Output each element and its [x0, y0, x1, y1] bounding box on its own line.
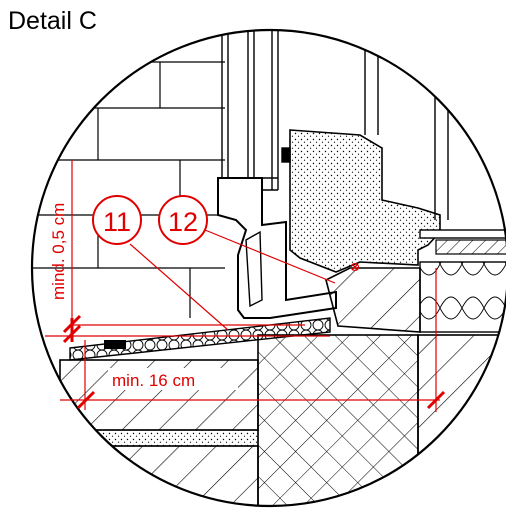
dimension-horizontal-label: min. 16 cm	[112, 371, 195, 390]
sill-gravel	[69, 317, 331, 361]
seal	[104, 340, 126, 349]
dimension-lines	[45, 160, 446, 412]
floor-structure	[417, 334, 506, 506]
concrete-slab	[257, 334, 419, 506]
detail-circle	[30, 28, 506, 508]
drip-profile	[217, 177, 337, 319]
callout-12: 12	[158, 195, 208, 245]
callout-12-label: 12	[168, 207, 198, 237]
screed-strip	[435, 239, 506, 255]
window-sash	[289, 129, 441, 273]
mortar-layer	[59, 429, 259, 447]
callout-11-label: 11	[103, 207, 131, 237]
detail-title: Detail C	[8, 7, 97, 35]
sill-block	[325, 267, 421, 333]
dimension-label-bg	[108, 368, 238, 390]
dimension-vertical-label: mind. 0,5 cm	[49, 203, 68, 300]
callout-11: 11	[92, 195, 142, 245]
drawing-content	[32, 30, 506, 506]
insulation	[419, 261, 506, 333]
floor-covering	[419, 229, 506, 239]
